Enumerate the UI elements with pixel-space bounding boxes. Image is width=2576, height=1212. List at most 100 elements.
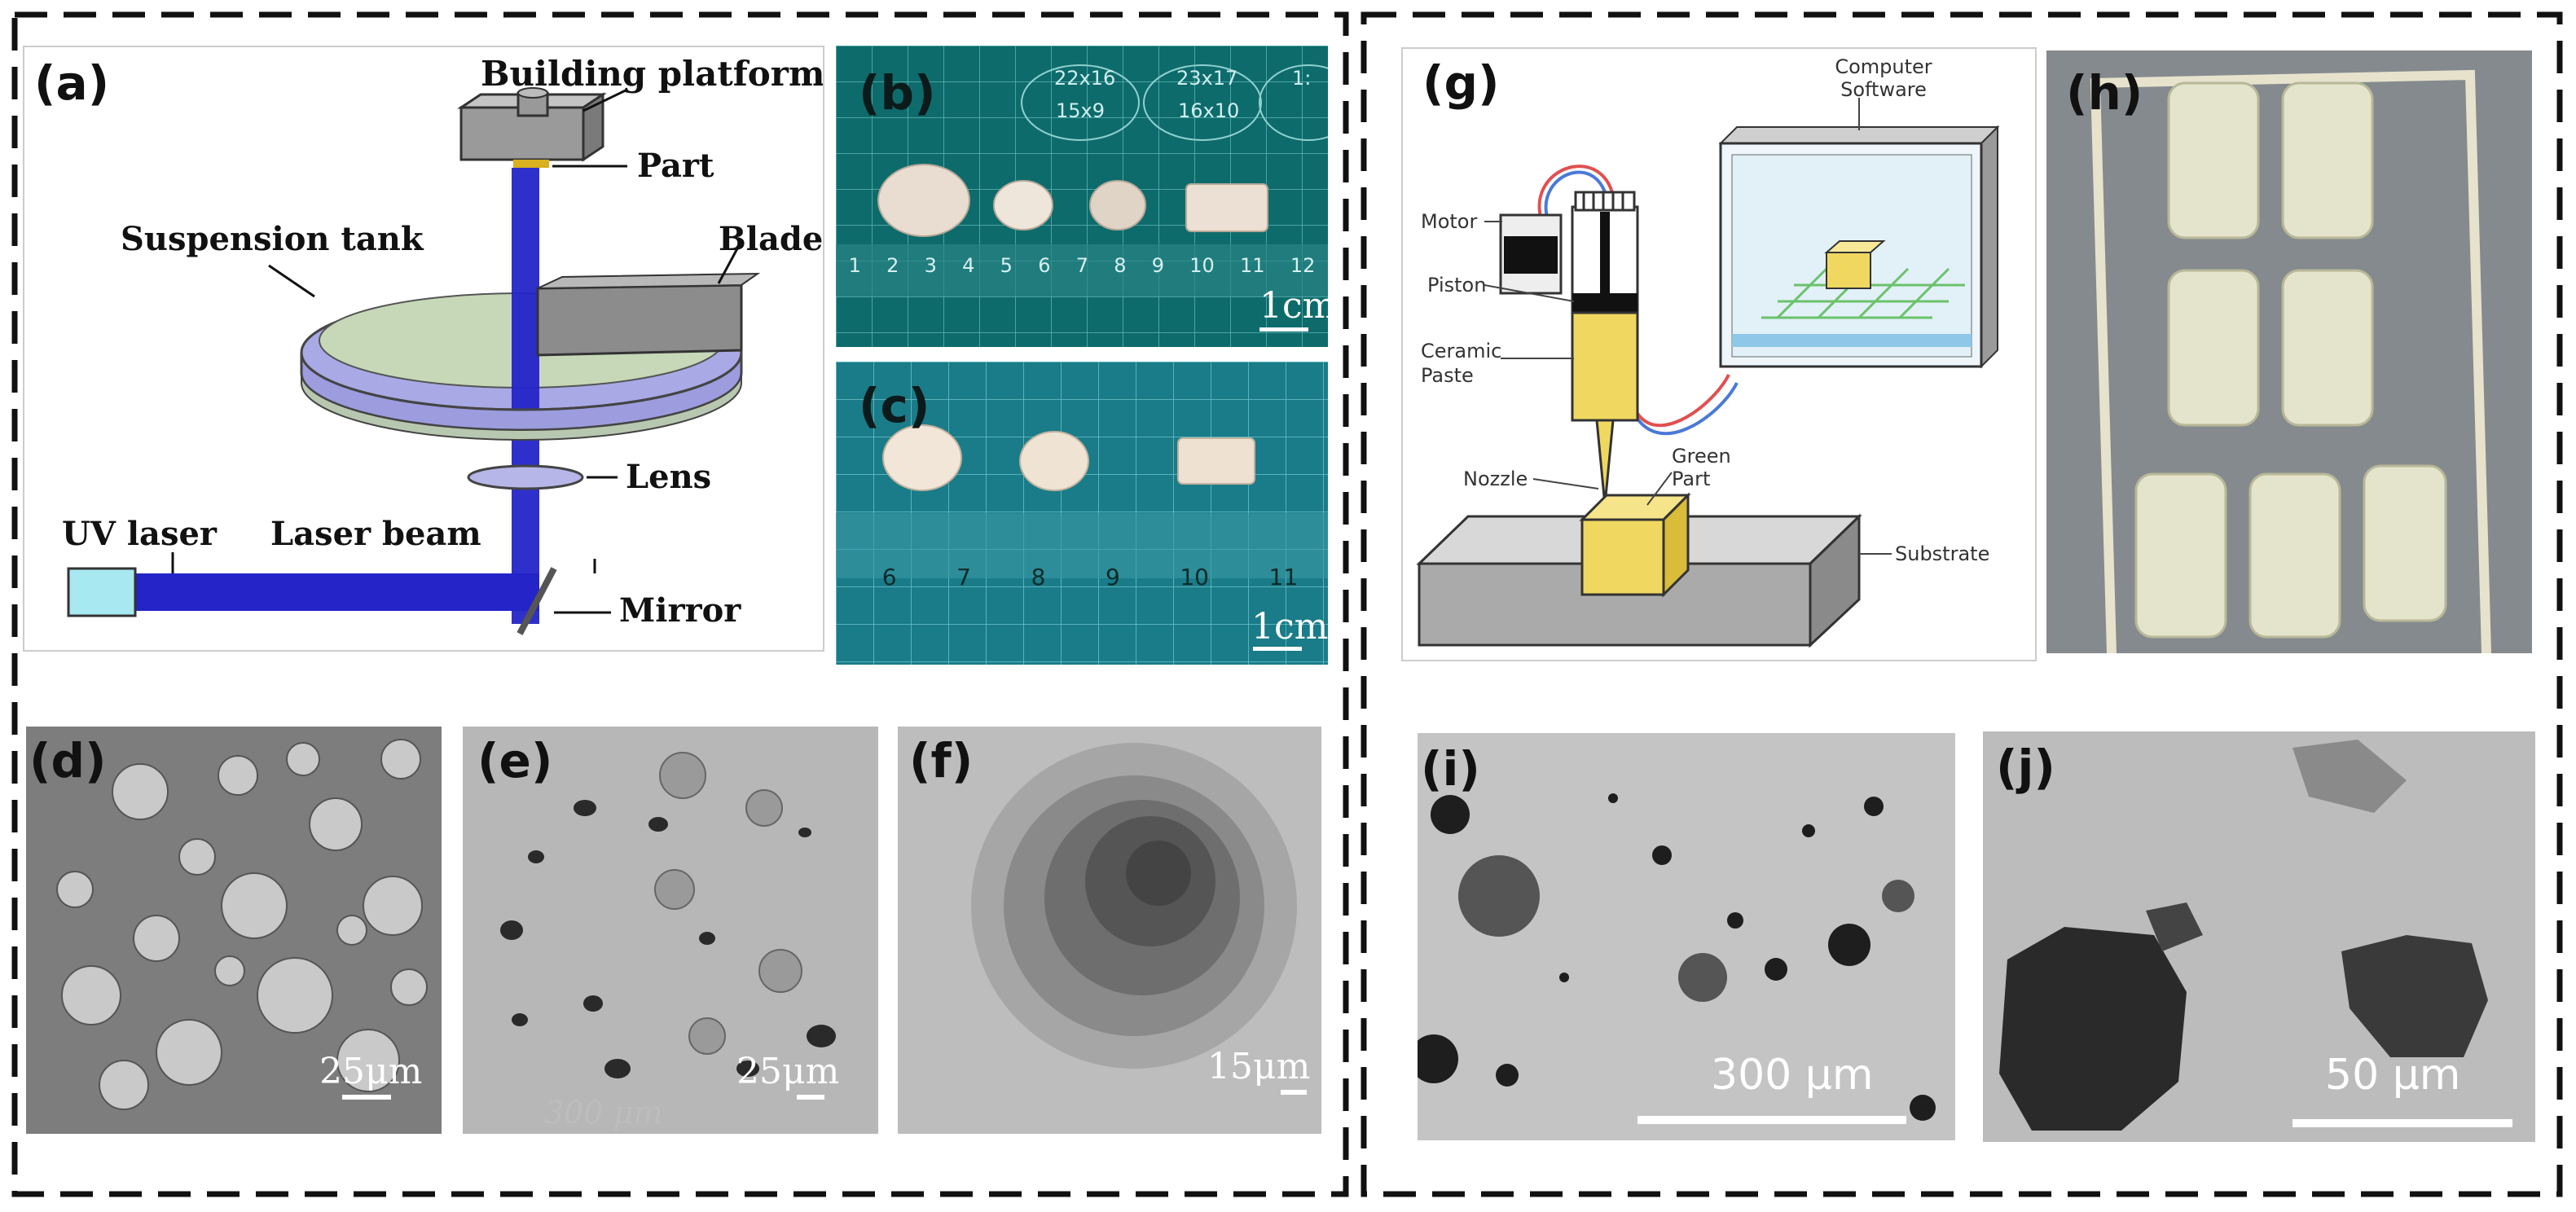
- callout-uv-laser: UV laser: [62, 515, 217, 553]
- panel-f-sem: (f) 15μm 300 μm: [898, 727, 1321, 1134]
- sem-porosity-i: [1418, 793, 1936, 1124]
- label-ceramic-paste: Ceramic Paste: [1421, 340, 1502, 387]
- mat-text-3: 23x17: [1176, 67, 1238, 90]
- callout-part: Part: [637, 147, 714, 185]
- label-motor: Motor: [1421, 210, 1478, 233]
- panel-e-sem: (e) 25μm 300 μm: [463, 727, 878, 1134]
- mat-text-4: 16x10: [1178, 99, 1240, 122]
- pore-large: [1999, 927, 2187, 1131]
- label-computer-software: Computer Software: [1835, 55, 1932, 101]
- ruler-b-num: 8: [1114, 254, 1127, 277]
- panel-h-photo: (h): [2046, 50, 2532, 653]
- ruler-b-num: 7: [1075, 254, 1088, 277]
- sem-surface-e: [500, 752, 836, 1100]
- label-piston: Piston: [1427, 274, 1487, 296]
- ruler-c-num: 10: [1180, 564, 1209, 591]
- panel-g-robocasting-schematic: (g) Computer Software Motor Piston Ceram…: [1401, 47, 2037, 661]
- ruler-b-num: 5: [1000, 254, 1013, 277]
- watermark-f: 300 μm: [1222, 1093, 1281, 1134]
- ruler-b-num: 3: [924, 254, 937, 277]
- ruler-b-num: 9: [1151, 254, 1165, 277]
- green-body: [2167, 81, 2260, 239]
- ruler-b-num: 6: [1038, 254, 1051, 277]
- panel-a-sla-schematic: (a) Building platform Part Suspension ta…: [23, 46, 824, 652]
- green-body: [2363, 464, 2447, 622]
- panel-label-i: (i): [1421, 741, 1480, 797]
- ruler-b-num: 2: [886, 254, 899, 277]
- watermark-e: 300 μm: [544, 1095, 663, 1131]
- mirror: [517, 567, 557, 635]
- lens: [467, 464, 584, 490]
- green-body: [2134, 472, 2227, 639]
- label-nozzle: Nozzle: [1463, 468, 1528, 490]
- green-body: [2281, 269, 2374, 427]
- ruler-c-num: 11: [1268, 564, 1299, 591]
- sample-porous-disc: [877, 164, 970, 237]
- panel-label-g: (g): [1422, 55, 1500, 111]
- green-bodies-photo: [2046, 50, 2532, 653]
- label-substrate: Substrate: [1895, 542, 1990, 565]
- ceramic-paste: [1571, 311, 1639, 422]
- ruler-b-num: 10: [1189, 254, 1215, 277]
- ruler-c-num: 9: [1105, 564, 1120, 591]
- sem-pores-j: [1999, 740, 2512, 1131]
- nozzle: [1595, 419, 1615, 506]
- sem-particles: [56, 739, 428, 1110]
- laser-beam-vertical: [512, 168, 539, 624]
- ruler-b-num: 12: [1290, 254, 1316, 277]
- ruler-c-num: 7: [956, 564, 971, 591]
- scale-i: 300 μm: [1711, 1051, 1874, 1100]
- sample-wave-block-c: [1177, 437, 1255, 485]
- sem-pore-f: [971, 743, 1307, 1095]
- panel-label-a: (a): [34, 55, 110, 111]
- panel-c-photo: (c) 6 7 8 9 10 11 1cm: [836, 362, 1328, 665]
- callout-laser-beam: Laser beam: [270, 515, 481, 553]
- panel-b-photo: (b) 22x16 15x9 23x17 16x10 1: 1 2 3 4 5 …: [836, 46, 1328, 347]
- scale-f: 15μm: [1207, 1046, 1311, 1087]
- panel-i-sem: (i) 300 μm: [1418, 733, 1955, 1140]
- green-body: [2281, 81, 2374, 239]
- ruler-c-num: 8: [1031, 564, 1046, 591]
- part: [513, 160, 549, 168]
- ruler-b-num: 11: [1240, 254, 1265, 277]
- callout-lens: Lens: [626, 458, 712, 496]
- mat-text-5: 1:: [1292, 67, 1312, 90]
- scale-d: 25μm: [319, 1051, 423, 1092]
- ruler-b-num: 1: [848, 254, 861, 277]
- green-body: [2167, 269, 2260, 427]
- scale-j: 50 μm: [2325, 1051, 2461, 1100]
- mat-text-1: 22x16: [1054, 67, 1116, 90]
- cutting-mat-b: [836, 46, 1328, 347]
- blade: [536, 283, 743, 357]
- sample-disc-1: [882, 424, 962, 491]
- panel-label-e: (e): [477, 733, 553, 788]
- paste-extrusion-diagram: [1416, 98, 2000, 648]
- callout-blade: Blade: [719, 220, 824, 258]
- ruler-b-num: 4: [962, 254, 975, 277]
- sla-diagram: [67, 87, 761, 635]
- sample-disc-2: [1019, 431, 1089, 491]
- sample-wave-block: [1185, 183, 1268, 232]
- callout-mirror: Mirror: [619, 591, 741, 630]
- label-green-part: Green Part: [1672, 445, 1731, 490]
- laser-beam-horizontal: [122, 573, 539, 611]
- panel-label-j: (j): [1996, 740, 2055, 795]
- callout-suspension-tank: Suspension tank: [121, 220, 424, 258]
- piston: [1572, 293, 1637, 313]
- panel-label-d: (d): [29, 733, 107, 788]
- ruler-c-num: 6: [881, 564, 897, 591]
- ruler-b: 1 2 3 4 5 6 7 8 9 10 11 12: [836, 254, 1328, 277]
- pore-medium: [2341, 935, 2488, 1057]
- ruler-c: 6 7 8 9 10 11: [852, 564, 1328, 591]
- mat-text-2: 15x9: [1056, 99, 1106, 122]
- panel-label-b: (b): [859, 65, 936, 121]
- green-part: [1580, 518, 1665, 596]
- callout-building-platform: Building platform: [481, 54, 824, 94]
- cutting-mat-c: [836, 362, 1328, 665]
- scale-b: 1cm: [1259, 285, 1328, 327]
- panel-label-h: (h): [2066, 65, 2143, 121]
- sample-small-disc: [1089, 180, 1146, 231]
- scale-c: 1cm: [1251, 606, 1328, 648]
- panel-d-sem: (d) 25μm: [26, 727, 442, 1134]
